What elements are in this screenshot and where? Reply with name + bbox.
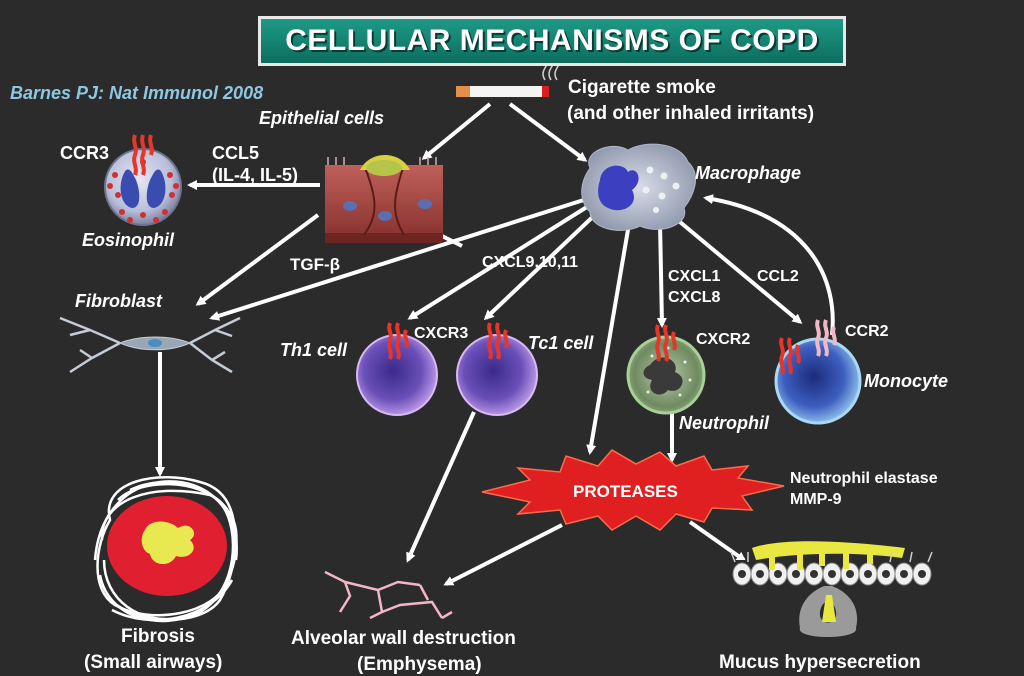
arrow-epithelial-to-fibroblast [195, 213, 320, 306]
cxcr2-label: CXCR2 [696, 331, 751, 348]
fibrosis-sublabel: (Small airways) [84, 652, 223, 673]
mucus-gland-icon [730, 541, 942, 637]
alveolar-label: Alveolar wall destruction [291, 628, 516, 649]
macrophage-icon [581, 143, 697, 231]
neutrophil-elastase-label: Neutrophil elastase [790, 470, 938, 487]
arrow-macrophage-to-th1 [407, 203, 592, 320]
alveolar-wall-icon [324, 570, 453, 620]
cxcl8-label: CXCL8 [668, 289, 721, 306]
page-title: CELLULAR MECHANISMS OF COPD [285, 24, 819, 57]
title-banner: CELLULAR MECHANISMS OF COPD [258, 16, 846, 66]
fibrosis-icon [93, 476, 238, 623]
neutrophil-icon [626, 335, 706, 415]
ccr3-receptor-icon [132, 134, 154, 176]
arrow-macrophage-to-proteases [586, 217, 632, 455]
mucus-label: Mucus hypersecretion [719, 652, 921, 673]
cxcr2-receptor-icon [655, 324, 677, 362]
proteases-starburst [481, 449, 785, 531]
arrow-smoke-to-macrophage [508, 102, 588, 162]
alveolar-sublabel: (Emphysema) [357, 654, 482, 675]
arrow-proteases-to-alveolar [443, 523, 563, 586]
proteases-label: PROTEASES [573, 482, 678, 501]
tgf-beta-label: TGF-β [290, 255, 341, 274]
th1-cell-label: Th1 cell [280, 340, 348, 360]
th1-cxcr3-receptor-icon [387, 322, 409, 360]
monocyte-label: Monocyte [864, 371, 949, 391]
arrow-tc1-to-alveolar [406, 411, 476, 563]
cxcl9-label: CXCL9,10,11 [482, 254, 579, 271]
cxcl1-label: CXCL1 [668, 268, 721, 285]
ccr3-label: CCR3 [60, 143, 110, 163]
smoke-sublabel: (and other inhaled irritants) [567, 103, 815, 124]
arrow-proteases-to-mucus [688, 520, 747, 562]
smoke-label: Cigarette smoke [568, 77, 716, 98]
tc1-cell-label: Tc1 cell [528, 333, 594, 353]
epithelial-cells-icon [325, 155, 443, 243]
arrow-monocyte-to-macrophage [703, 194, 835, 336]
arrow-macrophage-to-tc1 [483, 208, 602, 321]
monocyte-ccr2-receptor-icon [815, 319, 837, 357]
mmp9-label: MMP-9 [790, 491, 842, 508]
arrow-macrophage-to-neutrophil [656, 221, 667, 328]
macrophage-label: Macrophage [695, 163, 802, 183]
ccl5-label: CCL5 [212, 143, 260, 163]
ccl2-label: CCL2 [757, 268, 799, 285]
arrow-macrophage-to-monocyte [678, 220, 803, 324]
citation: Barnes PJ: Nat Immunol 2008 [10, 83, 264, 103]
neutrophil-label: Neutrophil [679, 413, 769, 433]
fibrosis-label: Fibrosis [121, 626, 195, 647]
arrow-macrophage-to-fibroblast [209, 196, 591, 321]
ccr2-label: CCR2 [845, 323, 889, 340]
fibroblast-label: Fibroblast [75, 291, 163, 311]
cxcr3-label: CXCR3 [414, 325, 469, 342]
epithelial-cells-label: Epithelial cells [259, 108, 385, 128]
monocyte-cxcr2-receptor-icon [779, 337, 801, 375]
fibroblast-icon [59, 316, 241, 374]
il-label: (IL-4, IL-5) [212, 165, 298, 185]
arrow-smoke-to-epithelial [421, 102, 492, 160]
eosinophil-icon [104, 148, 182, 226]
tc1-cxcr3-receptor-icon [487, 322, 509, 360]
eosinophil-label: Eosinophil [82, 230, 174, 250]
